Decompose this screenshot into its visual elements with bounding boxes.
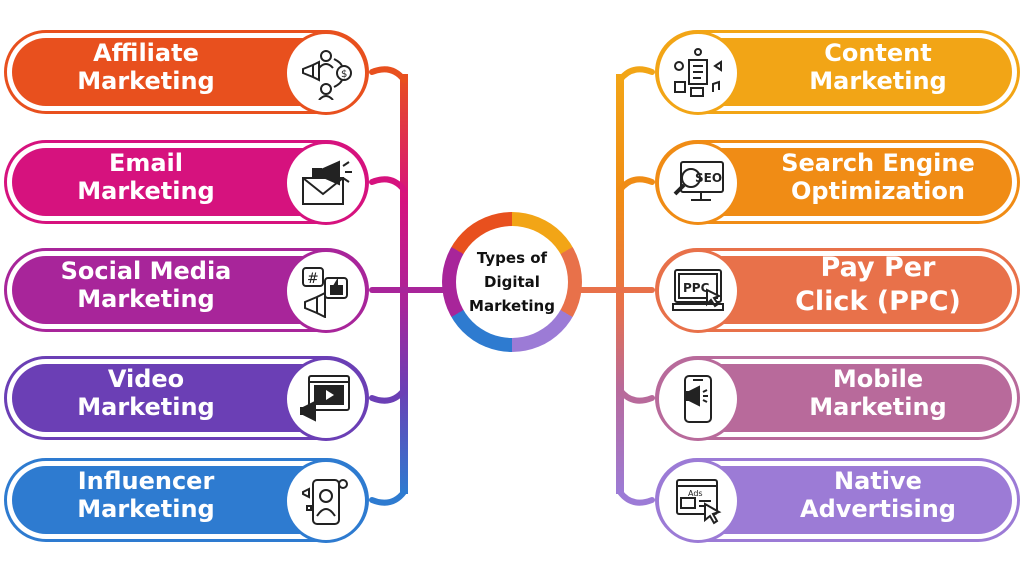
item-video-marketing: Video Marketing	[4, 356, 369, 441]
right-spine	[616, 74, 624, 494]
item-label: Social Media Marketing	[60, 257, 232, 313]
ads-text: Ads	[688, 489, 703, 498]
item-label: Affiliate Marketing	[77, 39, 215, 95]
right-branches	[575, 66, 655, 506]
svg-text:$: $	[341, 69, 347, 80]
seo-monitor-icon: SEO	[656, 141, 740, 225]
item-label: Native Advertising	[800, 467, 956, 523]
item-mobile-marketing: Mobile Marketing	[655, 356, 1020, 441]
left-spine	[400, 74, 408, 494]
item-label: Content Marketing	[809, 39, 947, 95]
item-seo: Search Engine Optimization SEO	[655, 140, 1020, 225]
item-label: Influencer Marketing	[77, 467, 215, 523]
item-label: Mobile Marketing	[809, 365, 947, 421]
item-email-marketing: Email Marketing	[4, 140, 369, 225]
native-ads-icon: Ads	[656, 459, 740, 543]
item-influencer-marketing: Influencer Marketing	[4, 458, 369, 543]
item-ppc: Pay Per Click (PPC) PPC	[655, 248, 1020, 333]
item-native-advertising: Native Advertising Ads	[655, 458, 1020, 543]
seo-text: SEO	[695, 171, 722, 185]
item-label: Search Engine Optimization	[781, 149, 975, 205]
item-label: Video Marketing	[77, 365, 215, 421]
item-label: Pay Per Click (PPC)	[795, 252, 961, 317]
video-player-icon	[284, 357, 368, 441]
svg-text:#: #	[307, 271, 319, 287]
ppc-click-icon: PPC	[656, 249, 740, 333]
item-affiliate-marketing: Affiliate Marketing $	[4, 30, 369, 115]
ppc-text: PPC	[683, 281, 710, 295]
hub-circle: Types of Digital Marketing	[442, 212, 582, 352]
item-content-marketing: Content Marketing	[655, 30, 1020, 115]
social-media-icon: #	[284, 249, 368, 333]
affiliate-network-icon: $	[284, 31, 368, 115]
left-branches	[369, 66, 449, 506]
mobile-megaphone-icon	[656, 357, 740, 441]
item-social-media-marketing: Social Media Marketing #	[4, 248, 369, 333]
content-creation-icon	[656, 31, 740, 115]
influencer-phone-icon	[284, 459, 368, 543]
hub-title: Types of Digital Marketing	[456, 226, 568, 338]
email-megaphone-icon	[284, 141, 368, 225]
item-label: Email Marketing	[77, 149, 215, 205]
